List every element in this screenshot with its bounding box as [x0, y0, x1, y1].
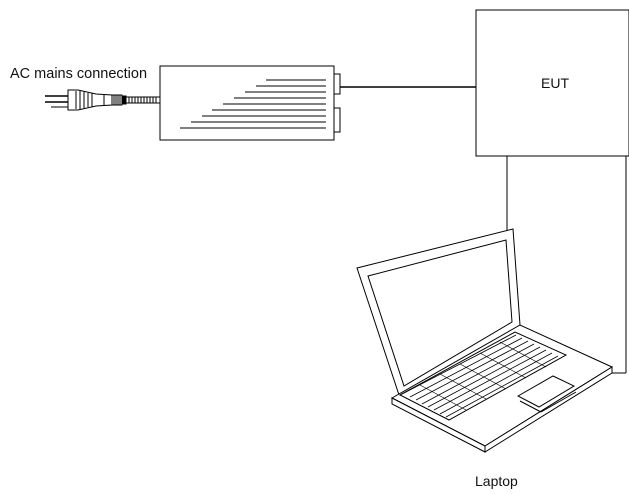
laptop-icon — [356, 228, 614, 453]
eut-box — [475, 9, 629, 157]
laptop-label: Laptop — [475, 473, 518, 489]
ac-mains-label: AC mains connection — [10, 66, 147, 82]
ac-plug-icon — [45, 89, 161, 111]
power-supply — [159, 65, 341, 141]
eut-label: EUT — [541, 75, 569, 91]
